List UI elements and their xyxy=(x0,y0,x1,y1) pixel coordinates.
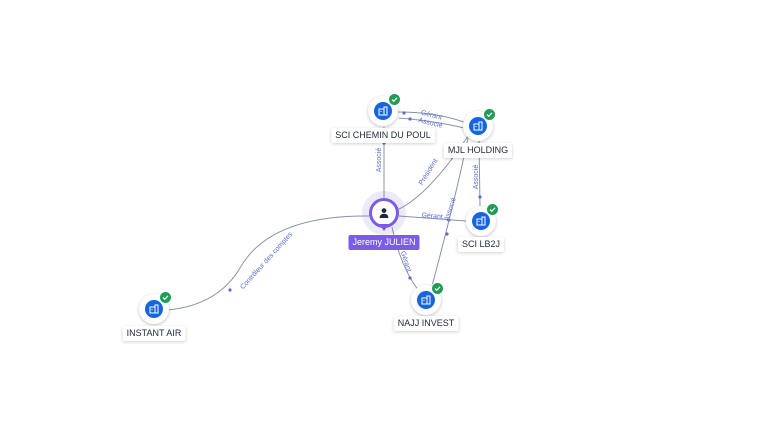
verified-check-icon xyxy=(486,203,499,216)
person-bubble[interactable] xyxy=(369,198,399,228)
edge-arrow-marker xyxy=(228,288,232,292)
person-icon xyxy=(379,208,389,218)
verified-check-icon xyxy=(388,93,401,106)
edge-label: Associé xyxy=(376,148,383,173)
verified-check-icon xyxy=(483,108,496,121)
company-bubble[interactable] xyxy=(411,282,444,315)
company-name[interactable]: INSTANT AIR xyxy=(122,326,186,341)
company-name[interactable]: SCI LB2J xyxy=(457,237,505,252)
edge-label: Contrôleur des comptes xyxy=(239,231,294,291)
edge-label: Président xyxy=(418,158,440,187)
verified-check-icon xyxy=(431,282,444,295)
building-icon xyxy=(469,117,487,135)
building-icon xyxy=(145,300,163,318)
company-bubble[interactable] xyxy=(466,203,499,236)
company-bubble[interactable] xyxy=(139,291,172,324)
edge-person-lb2j xyxy=(398,215,467,222)
edge-label: Gérant xyxy=(420,110,443,122)
edge-arrow-marker xyxy=(408,276,412,280)
edge-person-najj xyxy=(391,226,419,291)
edge-arrow-marker xyxy=(445,232,449,236)
verified-check-icon xyxy=(159,291,172,304)
edge-mjl-sci-chemin-associe xyxy=(398,117,465,129)
company-name[interactable]: MJL HOLDING xyxy=(443,143,513,158)
edge-label: Gérant xyxy=(399,250,412,273)
building-icon xyxy=(374,102,392,120)
edge-arrow-marker xyxy=(408,117,412,121)
company-name[interactable]: NAJJ INVEST xyxy=(393,316,459,331)
edge-person-instant xyxy=(167,215,370,311)
person-name[interactable]: Jeremy JULIEN xyxy=(348,235,420,250)
company-bubble[interactable] xyxy=(368,93,401,126)
company-name[interactable]: SCI CHEMIN DU POUL xyxy=(331,128,435,143)
edge-arrow-marker xyxy=(402,111,406,115)
edge-label: Gérant xyxy=(421,212,443,220)
edge-arrow-marker xyxy=(478,195,482,199)
building-icon xyxy=(472,212,490,230)
edge-label: Associé xyxy=(443,197,457,223)
building-icon xyxy=(417,291,435,309)
edge-label: Associé xyxy=(473,165,480,190)
person-pin-pointer xyxy=(379,224,389,231)
company-bubble[interactable] xyxy=(463,108,496,141)
